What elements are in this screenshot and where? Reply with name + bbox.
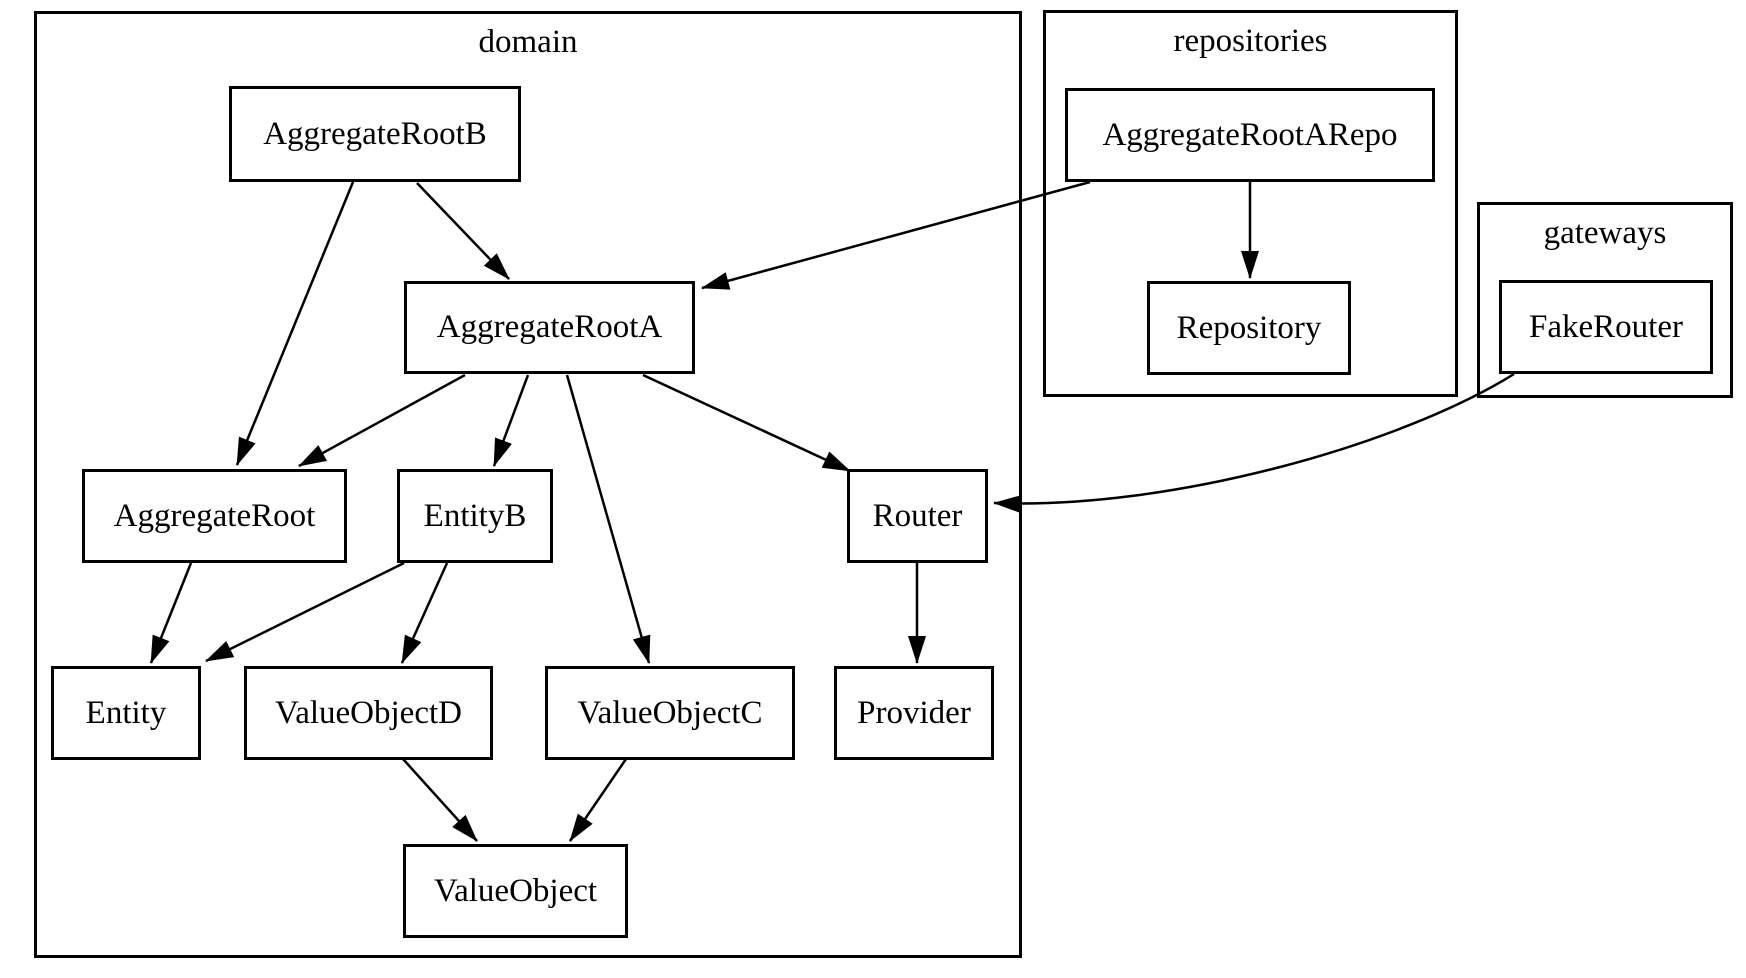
node-value-object-d: ValueObjectD [244, 666, 493, 760]
node-aggregate-root-a-repo: AggregateRootARepo [1065, 88, 1435, 182]
node-value-object-c: ValueObjectC [545, 666, 795, 760]
node-aggregate-root-a: AggregateRootA [404, 281, 695, 374]
cluster-gateways: gateways [1477, 202, 1733, 398]
node-router: Router [847, 469, 988, 563]
node-provider: Provider [834, 666, 994, 760]
node-entity: Entity [51, 666, 201, 760]
node-aggregate-root-b: AggregateRootB [229, 86, 521, 182]
node-entity-b: EntityB [397, 469, 553, 563]
cluster-gateways-label: gateways [1543, 215, 1667, 251]
cluster-repositories-label: repositories [1173, 23, 1328, 59]
node-repository: Repository [1147, 281, 1351, 375]
node-fake-router: FakeRouter [1499, 280, 1713, 374]
cluster-domain-label: domain [478, 24, 578, 60]
node-value-object: ValueObject [403, 844, 628, 938]
node-aggregate-root: AggregateRoot [82, 469, 347, 563]
